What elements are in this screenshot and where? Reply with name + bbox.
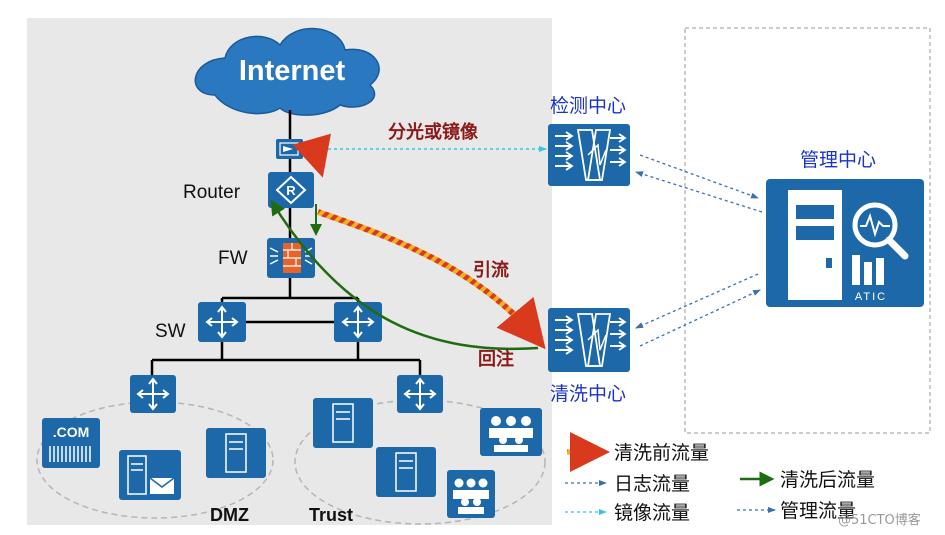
internet-cloud-icon: Internet [194, 28, 380, 116]
com-label: .COM [53, 424, 90, 440]
dmz-label: DMZ [210, 505, 249, 525]
user-group-1-icon [480, 408, 542, 456]
legend-mgmt-label: 管理流量 [780, 500, 856, 522]
core-switch-left-icon [198, 302, 246, 342]
watermark: @51CTO博客 [838, 512, 921, 528]
pre-clean-small-arrow [292, 133, 331, 178]
mgmt-flow-mgmt-to-detect [635, 171, 763, 213]
com-server-icon: .COM [42, 418, 100, 468]
log-flow-clean-to-mgmt [639, 289, 761, 347]
management-center-label: 管理中心 [800, 149, 876, 171]
legend-after-label: 清洗后流量 [780, 469, 875, 491]
trust-server-1-icon [313, 398, 373, 448]
dmz-server-icon [206, 428, 266, 478]
legend-log-label: 日志流量 [614, 473, 690, 495]
atic-label: ATIC [855, 291, 887, 303]
user-group-2-icon [447, 470, 495, 518]
reinject-flow-curve [270, 199, 539, 351]
divert-label: 引流 [473, 259, 509, 281]
firewall-icon [267, 238, 315, 278]
internet-label: Internet [239, 55, 346, 87]
reinject-label: 回注 [478, 348, 514, 370]
splitter-icon [276, 139, 303, 159]
core-switch-right-icon [334, 302, 382, 342]
divert-flow-curve [317, 209, 546, 350]
router-label: Router [183, 182, 241, 203]
management-zone-boundary [684, 27, 931, 434]
svg-text:R: R [286, 183, 296, 198]
sw-label: SW [155, 321, 186, 342]
legend-before-label: 清洗前流量 [614, 442, 709, 464]
mgmt-flow-mgmt-to-clean [635, 273, 759, 329]
cleaning-center-label: 清洗中心 [550, 383, 626, 405]
detection-center-label: 检测中心 [550, 95, 626, 117]
detection-center-icon [548, 124, 630, 186]
mail-server-icon [119, 450, 181, 500]
router-icon: R [268, 172, 314, 208]
legend-mirror-label: 镜像流量 [614, 502, 690, 524]
trust-label: Trust [309, 505, 353, 525]
dmz-switch-icon [130, 375, 176, 413]
dmz-zone-ellipse [36, 401, 274, 519]
fw-label: FW [218, 248, 248, 269]
trust-server-2-icon [376, 447, 436, 497]
trust-switch-icon [397, 375, 443, 413]
split-or-mirror-label: 分光或镜像 [388, 121, 479, 143]
log-flow-detect-to-mgmt [639, 154, 759, 199]
cleaning-center-icon [548, 308, 630, 372]
legend: 清洗前流量 日志流量 清洗后流量 镜像流量 管理流量 [565, 432, 875, 524]
management-center-icon: ATIC [766, 179, 924, 307]
